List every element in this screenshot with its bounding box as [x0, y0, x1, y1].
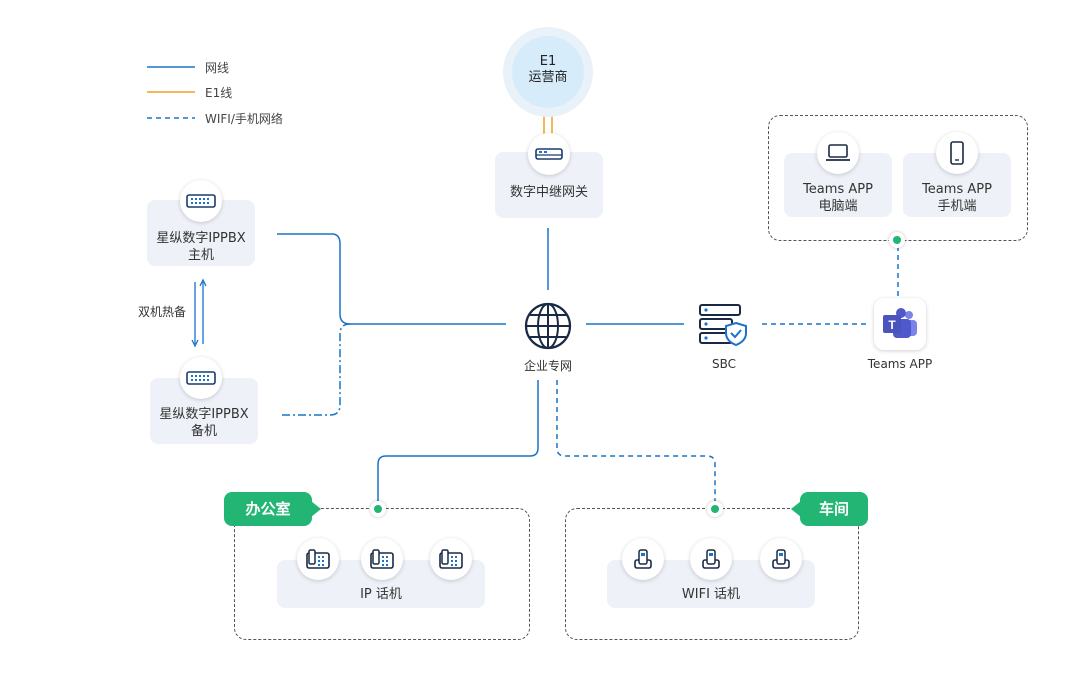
network-workshop-link	[556, 380, 716, 502]
teams-mobile-role: 手机端	[937, 199, 977, 214]
enterprise-network-label: 企业专网	[523, 359, 572, 373]
teams-pc-role: 电脑端	[818, 199, 858, 214]
teams-connection-dot	[889, 232, 905, 248]
workshop-connection-dot	[707, 501, 723, 517]
teams-app-label: Teams APP	[867, 357, 933, 371]
svg-text:T: T	[888, 318, 896, 332]
pbx-primary-link	[277, 233, 506, 325]
hot-standby-label: 双机热备	[138, 305, 187, 319]
pbx-primary-icon	[180, 180, 222, 222]
globe-icon	[524, 302, 572, 350]
mobile-phone-icon	[936, 132, 978, 174]
legend-wifi-label: WIFI/手机网络	[205, 112, 283, 126]
e1-operator-node: E1 运营商	[503, 27, 593, 117]
desk-phone-icon	[430, 538, 472, 580]
desk-phone-icon	[297, 538, 339, 580]
workshop-tag: 车间	[800, 492, 868, 526]
pbx-backup-link	[282, 323, 351, 416]
teams-app-icon: T	[874, 298, 926, 350]
wifi-handset-icon	[760, 538, 802, 580]
sbc-label: SBC	[711, 357, 737, 371]
network-office-link	[377, 380, 539, 502]
operator-label: 运营商	[528, 70, 568, 85]
wifi-phone-label: WIFI 话机	[681, 587, 741, 602]
pbx-backup-role: 备机	[190, 424, 217, 439]
office-tag-pointer	[311, 501, 321, 517]
gateway-icon	[528, 133, 570, 175]
desk-phone-icon	[361, 538, 403, 580]
e1-label: E1	[539, 54, 557, 69]
pbx-primary-title: 星纵数字IPPBX	[156, 231, 246, 246]
office-connection-dot	[370, 501, 386, 517]
enterprise-network-node	[522, 300, 574, 352]
legend-network-label: 网线	[205, 61, 230, 75]
pbx-primary-role: 主机	[187, 248, 214, 263]
pbx-backup-icon	[180, 357, 222, 399]
workshop-tag-pointer	[791, 501, 801, 517]
pbx-backup-title: 星纵数字IPPBX	[159, 407, 249, 422]
wifi-handset-icon	[690, 538, 732, 580]
teams-mobile-card: Teams APP 手机端	[903, 153, 1011, 217]
gateway-label: 数字中继网关	[509, 185, 588, 200]
teams-mobile-title: Teams APP	[922, 182, 992, 197]
ip-phone-label: IP 话机	[360, 587, 402, 602]
server-shield-icon	[699, 304, 747, 347]
wifi-handset-icon	[622, 538, 664, 580]
laptop-icon	[817, 132, 859, 174]
legend-e1-label: E1线	[205, 86, 233, 100]
sbc-node	[698, 303, 750, 347]
teams-pc-title: Teams APP	[803, 182, 873, 197]
office-tag: 办公室	[224, 492, 312, 526]
